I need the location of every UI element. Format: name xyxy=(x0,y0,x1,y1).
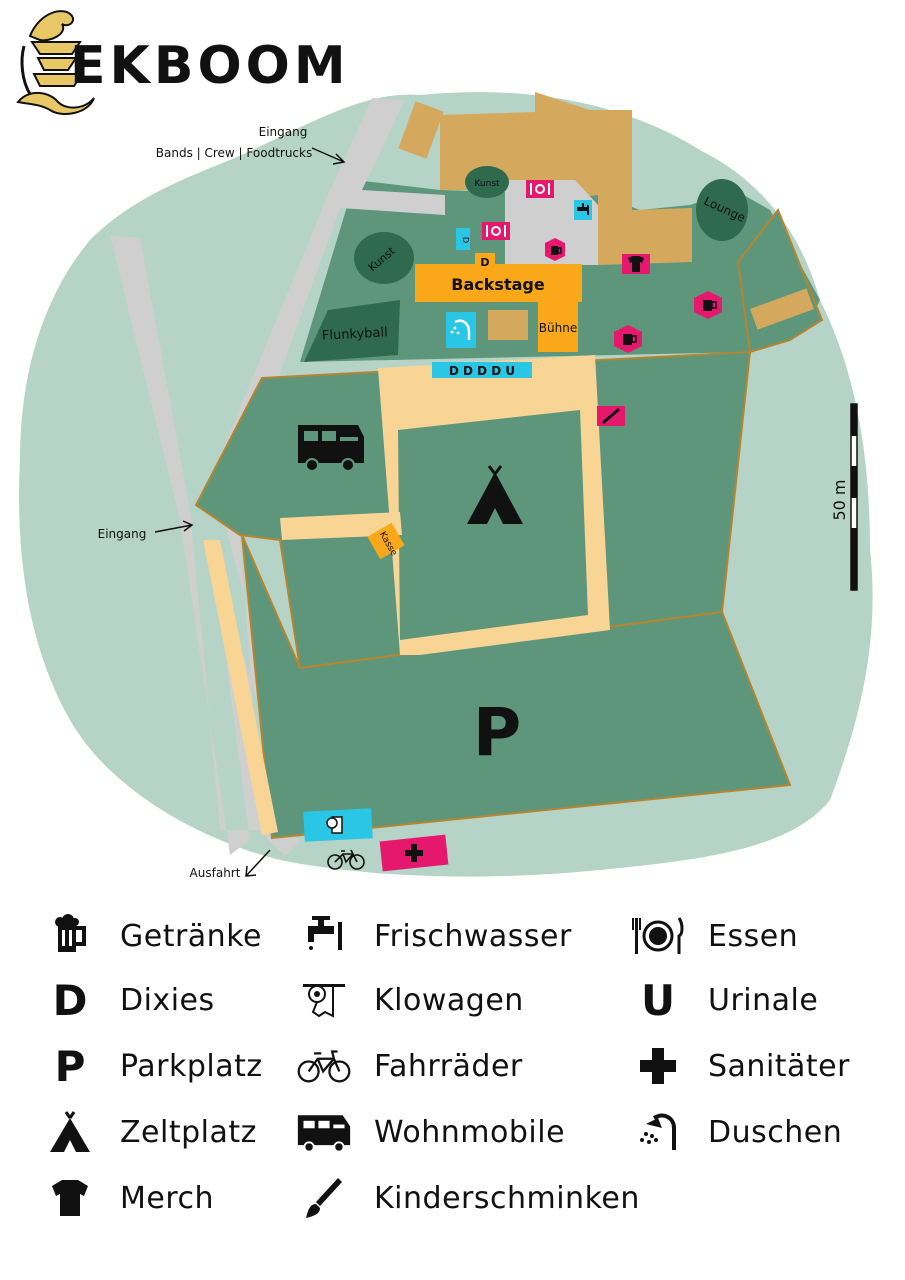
logo-letter-e-icon xyxy=(16,10,95,115)
legend-item-parkplatz: P Parkplatz xyxy=(42,1041,263,1091)
legend-item-sanitaeter: Sanitäter xyxy=(630,1042,850,1090)
shower-icon xyxy=(630,1108,686,1156)
legend-item-klowagen: Klowagen xyxy=(296,976,524,1024)
legend-item-getraenke: Getränke xyxy=(42,912,262,960)
legend-item-dixies: D Dixies xyxy=(42,975,215,1025)
logo-title: EKBOOM xyxy=(70,36,350,96)
legend-item-essen: Essen xyxy=(630,912,798,960)
letter-p-icon: P xyxy=(54,1041,86,1091)
merch-icon-map xyxy=(628,256,644,272)
scale-bar xyxy=(850,403,858,591)
main-building xyxy=(440,92,692,265)
legend-label-zeltplatz: Zeltplatz xyxy=(120,1114,257,1150)
toilet-paper-icon xyxy=(296,976,352,1024)
legend-label-parkplatz: Parkplatz xyxy=(120,1048,263,1084)
dixies-row-block xyxy=(432,362,532,378)
arrow-entrance-top xyxy=(311,147,346,165)
tent-icon xyxy=(42,1108,98,1156)
bicycle-icon xyxy=(296,1042,352,1090)
food-icon-2 xyxy=(486,225,506,237)
road-main xyxy=(110,98,445,855)
camper-icon xyxy=(296,1108,352,1156)
sand-path-left xyxy=(203,540,278,835)
legend-label-wohnmobile: Wohnmobile xyxy=(374,1114,566,1150)
legend-label-frischwasser: Frischwasser xyxy=(374,918,572,954)
cross-icon xyxy=(630,1042,686,1090)
tshirt-icon xyxy=(42,1174,98,1222)
shower-icon-map xyxy=(450,319,471,340)
arrow-entrance-left xyxy=(154,520,194,533)
legend-label-klowagen: Klowagen xyxy=(374,982,524,1018)
label-parking: P xyxy=(473,694,521,771)
buehne-block xyxy=(538,302,578,352)
festival-map: Backstage Bühne Flunkyball Kunst Kunst L… xyxy=(19,92,873,880)
legend-label-essen: Essen xyxy=(708,918,799,954)
faucet-icon xyxy=(296,912,352,960)
legend-item-duschen: Duschen xyxy=(630,1108,842,1156)
brush-icon-map xyxy=(602,408,620,424)
beer-mug-icon xyxy=(42,912,98,960)
klowagen-icon-map xyxy=(326,816,343,834)
legend-label-sanitaeter: Sanitäter xyxy=(708,1048,850,1084)
label-buehne: Bühne xyxy=(539,321,577,335)
plate-cutlery-icon xyxy=(630,912,686,960)
legend-label-merch: Merch xyxy=(120,1180,215,1216)
drinks-icon-map-1 xyxy=(551,246,562,255)
arrow-exit xyxy=(245,849,271,877)
legend-item-kinderschminken: Kinderschminken xyxy=(296,1174,640,1222)
label-entrance-top-sub: Bands | Crew | Foodtrucks xyxy=(156,146,312,160)
legend-item-frischwasser: Frischwasser xyxy=(296,912,572,960)
food-icon-1 xyxy=(530,183,550,195)
faucet-icon-map xyxy=(577,203,589,215)
tent-frame xyxy=(378,355,610,655)
label-d-single: D xyxy=(480,256,489,269)
letter-u-icon: U xyxy=(640,975,676,1025)
label-d-small: D xyxy=(461,237,470,243)
stage-sand xyxy=(488,310,528,340)
d-single-block xyxy=(475,253,495,269)
legend-item-zeltplatz: Zeltplatz xyxy=(42,1108,257,1156)
label-backstage: Backstage xyxy=(451,275,545,294)
d-small-block xyxy=(456,228,470,250)
legend-item-merch: Merch xyxy=(42,1174,214,1222)
legend-label-urinale: Urinale xyxy=(708,982,819,1018)
letter-d-icon: D xyxy=(52,975,88,1025)
small-building xyxy=(398,101,444,159)
lounge-area xyxy=(696,179,748,241)
label-exit: Ausfahrt xyxy=(190,866,241,880)
shower-block xyxy=(446,312,476,348)
label-dixies-row: D D D D U xyxy=(449,364,515,378)
kasse-block xyxy=(367,522,405,560)
camper-icon-map xyxy=(298,425,364,472)
legend-item-urinale: U Urinale xyxy=(630,975,819,1025)
brush-icon xyxy=(296,1174,352,1222)
label-entrance-top: Eingang xyxy=(259,125,308,139)
backstage-block xyxy=(415,264,582,302)
legend-label-getraenke: Getränke xyxy=(120,918,262,954)
kunst-area-1 xyxy=(354,232,414,284)
label-entrance-left: Eingang xyxy=(98,527,147,541)
legend-label-dixies: Dixies xyxy=(120,982,215,1018)
kunst-area-2 xyxy=(465,166,509,198)
legend-item-wohnmobile: Wohnmobile xyxy=(296,1108,565,1156)
flunkyball-area xyxy=(304,300,400,362)
sand-path-connector xyxy=(280,512,402,540)
drinks-icon-map-2 xyxy=(703,300,717,311)
label-scale: 50 m xyxy=(830,479,849,520)
label-flunkyball: Flunkyball xyxy=(322,325,388,343)
label-kunst-2: Kunst xyxy=(474,179,500,189)
bicycle-icon-map xyxy=(327,849,365,870)
legend-label-duschen: Duschen xyxy=(708,1114,843,1150)
drinks-icon-map-3 xyxy=(623,334,637,345)
legend-label-fahrraeder: Fahrräder xyxy=(374,1048,523,1084)
legend-item-fahrraeder: Fahrräder xyxy=(296,1042,523,1090)
logo: EKBOOM xyxy=(10,6,346,120)
legend-label-kinderschminken: Kinderschminken xyxy=(374,1180,640,1216)
lounge-building xyxy=(750,288,814,330)
tent-icon-map xyxy=(467,465,523,524)
sanitaeter-icon-map xyxy=(405,844,423,862)
